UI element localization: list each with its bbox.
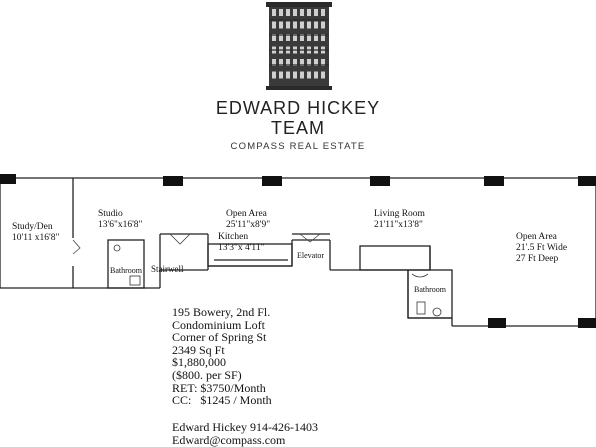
logo-window: [300, 34, 304, 41]
logo-window: [279, 21, 283, 29]
logo-window: [286, 9, 290, 16]
logo-window: [321, 9, 325, 16]
brand-subtitle: COMPASS REAL ESTATE: [230, 141, 366, 152]
logo-window: [272, 9, 276, 16]
logo-window: [307, 21, 311, 29]
logo-window: [307, 59, 311, 66]
logo-window: [272, 34, 276, 41]
listing-size: 2349 Sq Ft: [172, 342, 225, 357]
room-study-name: Study/Den: [12, 222, 53, 232]
logo-window: [307, 34, 311, 41]
logo-window: [321, 59, 325, 66]
logo-window: [300, 59, 304, 66]
room-elevator: Elevator: [297, 251, 325, 260]
logo-window: [293, 59, 297, 66]
logo-window: [293, 9, 297, 16]
logo-window: [307, 71, 311, 79]
logo-window: [279, 71, 283, 79]
logo-window: [293, 34, 297, 41]
room-open-center-name: Open Area: [226, 209, 267, 219]
logo-window: [272, 59, 276, 66]
room-open-right-name: Open Area: [516, 232, 557, 242]
listing-info: 195 Bowery, 2nd Fl. Condominium Loft Cor…: [172, 306, 272, 407]
room-study-dims: 10'11 x16'8": [12, 233, 60, 243]
logo-window: [279, 34, 283, 41]
logo-window: [314, 34, 318, 41]
logo-window: [307, 9, 311, 16]
logo-window: [300, 71, 304, 79]
room-open-right-line2: 21'.5 Ft Wide: [516, 243, 568, 253]
listing-address: 195 Bowery, 2nd Fl.: [172, 305, 271, 319]
room-studio-name: Studio: [98, 209, 123, 219]
room-living-dims: 21'11"x13'8": [374, 220, 423, 230]
room-studio-dims: 13'6"x16'8": [98, 220, 143, 230]
listing-cc: CC: $1245 / Month: [172, 393, 272, 408]
contact-email: Edward@compass.com: [172, 432, 286, 447]
logo-window: [293, 71, 297, 79]
room-living-name: Living Room: [374, 209, 425, 219]
room-stairwell: Stairwell: [151, 264, 184, 274]
logo-window: [272, 21, 276, 29]
brand-name: EDWARD HICKEY: [215, 98, 381, 118]
room-bathroom-left: Bathroom: [110, 266, 142, 275]
brand-team: TEAM: [270, 118, 325, 138]
logo-window: [314, 9, 318, 16]
room-open-right-line3: 27 Ft Deep: [516, 254, 559, 264]
room-kitchen-dims: 13'3"x 4'11": [218, 243, 265, 253]
logo-window: [321, 34, 325, 41]
logo-window: [300, 21, 304, 29]
room-bathroom-right: Bathroom: [414, 285, 446, 294]
listing-corner: Corner of Spring St: [172, 330, 267, 345]
logo-window: [286, 71, 290, 79]
listing-ret: RET: $3750/Month: [172, 380, 266, 395]
room-kitchen-name: Kitchen: [218, 232, 249, 242]
logo-window: [321, 71, 325, 79]
logo-window: [293, 21, 297, 29]
floor-plan: [0, 174, 596, 328]
logo-window: [272, 71, 276, 79]
logo-window: [314, 21, 318, 29]
logo-window: [321, 21, 325, 29]
logo-window: [279, 9, 283, 16]
logo-window: [314, 71, 318, 79]
contact-info: Edward Hickey 914-426-1403 Edward@compas…: [172, 421, 318, 446]
logo-window: [300, 9, 304, 16]
listing-price: $1,880,000: [172, 355, 226, 370]
listing-type: Condominium Loft: [172, 317, 265, 332]
logo-window: [314, 59, 318, 66]
logo-window: [286, 21, 290, 29]
room-open-center-dims: 25'11"x8'9": [226, 220, 271, 230]
logo-window: [286, 34, 290, 41]
logo-window: [279, 59, 283, 66]
building-icon: [266, 2, 332, 90]
contact-name-phone: Edward Hickey 914-426-1403: [172, 420, 318, 434]
listing-per-sf: ($800. per SF): [172, 367, 242, 382]
logo-window: [286, 59, 290, 66]
